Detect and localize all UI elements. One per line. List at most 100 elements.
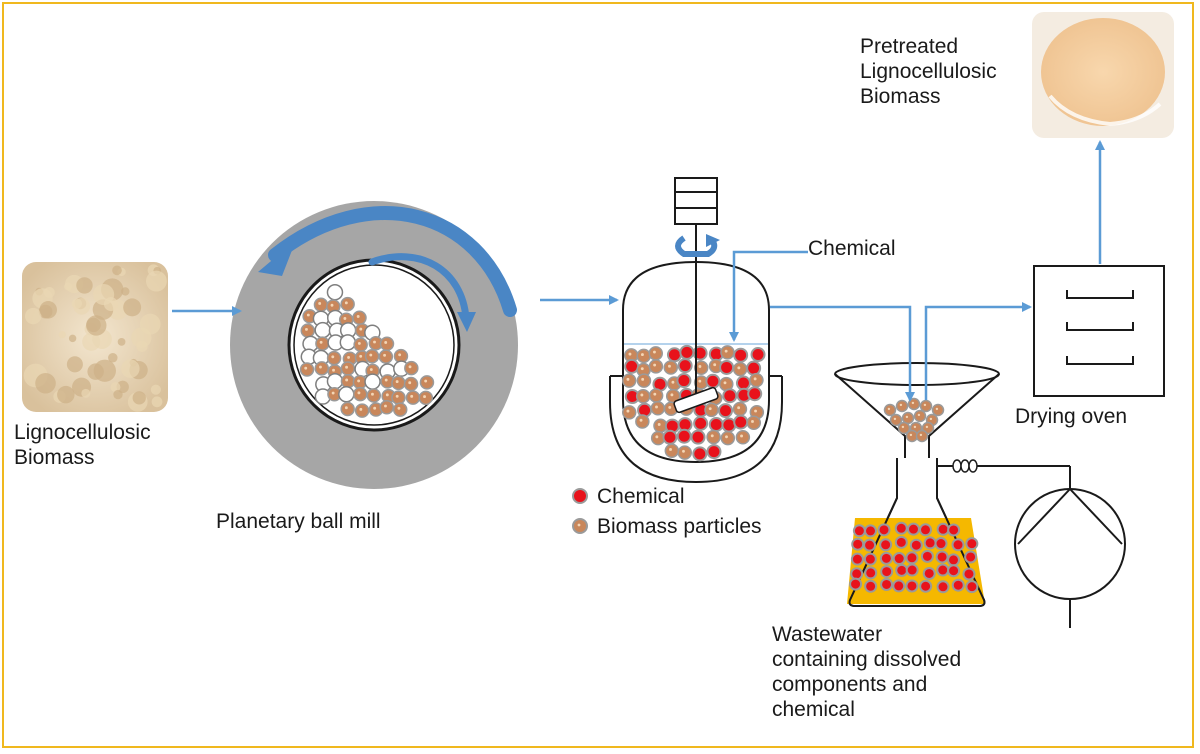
particle-highlight xyxy=(724,349,728,353)
particle-highlight xyxy=(725,435,728,439)
chemical-particle xyxy=(962,567,976,581)
biomass-particle xyxy=(364,349,380,364)
particle-highlight xyxy=(318,302,322,305)
ball-mill-label: Planetary ball mill xyxy=(216,510,381,533)
chemical-particle xyxy=(864,566,878,580)
biomass-particle xyxy=(919,399,933,413)
particle-highlight xyxy=(332,368,335,372)
chemical-particle xyxy=(863,552,877,566)
biomass-particle xyxy=(931,403,945,417)
biomass-texture-speck xyxy=(103,297,118,312)
biomass-texture-speck xyxy=(66,356,83,373)
particle-highlight xyxy=(740,434,743,438)
particle-highlight xyxy=(909,433,913,437)
biomass-particle xyxy=(732,361,748,377)
particle-highlight xyxy=(698,379,702,383)
particle-highlight xyxy=(911,401,915,405)
chemical-particle xyxy=(905,563,919,577)
chemical-particle xyxy=(718,403,734,419)
chemical-particle xyxy=(906,522,920,536)
particle-highlight xyxy=(639,418,643,422)
chemical-particle xyxy=(880,565,894,579)
particle-highlight xyxy=(626,409,630,413)
chemical-particle xyxy=(863,538,877,552)
particle-highlight xyxy=(371,392,374,396)
grinding-ball xyxy=(314,321,331,339)
biomass-particle xyxy=(636,373,652,388)
biomass-particle xyxy=(313,297,329,313)
arrow-reactor-to-filter xyxy=(770,305,915,402)
chemical-particle xyxy=(936,580,950,594)
legend-chemical-dot xyxy=(572,488,588,504)
chemical-particle xyxy=(947,553,961,567)
chemical-particle xyxy=(947,523,961,537)
particle-highlight xyxy=(737,366,741,370)
biomass-particle xyxy=(895,399,909,413)
biomass-particle xyxy=(315,336,330,351)
particle-highlight xyxy=(640,367,644,371)
chemical-particle xyxy=(719,359,735,375)
biomass-particle xyxy=(648,346,664,361)
arrow-chemical-input xyxy=(729,250,808,342)
particle-highlight xyxy=(395,380,399,384)
biomass-texture-speck xyxy=(116,380,129,394)
chemical-particle xyxy=(905,551,919,565)
chemical-particle xyxy=(964,550,978,564)
biomass-particle xyxy=(621,405,637,420)
chemical-particle xyxy=(733,414,749,430)
biomass-texture-speck xyxy=(123,298,142,317)
chemical-particle xyxy=(677,358,693,374)
particle-highlight xyxy=(899,403,903,407)
chemical-particle xyxy=(894,521,908,535)
biomass-texture-speck xyxy=(121,287,130,296)
biomass-particle xyxy=(354,403,370,418)
grinding-ball xyxy=(326,283,344,301)
particle-highlight xyxy=(356,315,360,318)
particle-highlight xyxy=(657,423,661,426)
biomass-particle xyxy=(735,430,751,445)
chemical-input-label: Chemical xyxy=(808,237,896,260)
biomass-texture-speck xyxy=(151,396,163,408)
chemical-particle xyxy=(746,360,762,376)
chemical-particle xyxy=(864,524,878,538)
particle-highlight xyxy=(369,353,373,357)
particle-highlight xyxy=(424,379,428,383)
chemical-particle xyxy=(965,537,979,551)
chemical-particle xyxy=(892,579,906,593)
biomass-texture-speck xyxy=(132,391,146,405)
biomass-particle xyxy=(392,402,408,417)
particle-highlight xyxy=(628,352,632,356)
particle-highlight xyxy=(653,363,657,367)
chemical-particle xyxy=(951,538,965,552)
particle-highlight xyxy=(713,363,717,367)
biomass-particle xyxy=(366,388,382,403)
particle-highlight xyxy=(917,413,921,417)
biomass-texture-speck xyxy=(86,317,101,333)
biomass-particle xyxy=(693,360,709,376)
particle-highlight xyxy=(319,365,322,369)
raw-biomass-label: Lignocellulosic Biomass xyxy=(14,421,151,469)
particle-highlight xyxy=(668,405,672,409)
stirred-reactor-icon xyxy=(609,177,783,484)
particle-highlight xyxy=(423,395,426,398)
biomass-texture-speck xyxy=(117,337,126,346)
grinding-ball xyxy=(338,386,355,403)
biomass-particle xyxy=(664,443,680,459)
biomass-particle xyxy=(353,337,368,352)
biomass-texture-speck xyxy=(58,331,66,339)
biomass-texture-speck xyxy=(39,301,58,319)
biomass-texture-speck xyxy=(93,359,116,382)
particle-highlight xyxy=(385,393,389,397)
chemical-particle xyxy=(879,551,893,565)
outer-rotation-arrow xyxy=(268,206,517,317)
biomass-particle xyxy=(352,310,367,326)
particle-highlight xyxy=(655,405,658,409)
biomass-particle xyxy=(915,429,929,443)
chemical-particle xyxy=(850,567,864,581)
biomass-particle xyxy=(391,375,406,391)
chemical-particle xyxy=(679,344,695,360)
chemical-particle xyxy=(662,429,678,445)
biomass-particle xyxy=(621,373,637,388)
biomass-particle xyxy=(418,390,434,406)
particle-highlight xyxy=(935,407,939,411)
